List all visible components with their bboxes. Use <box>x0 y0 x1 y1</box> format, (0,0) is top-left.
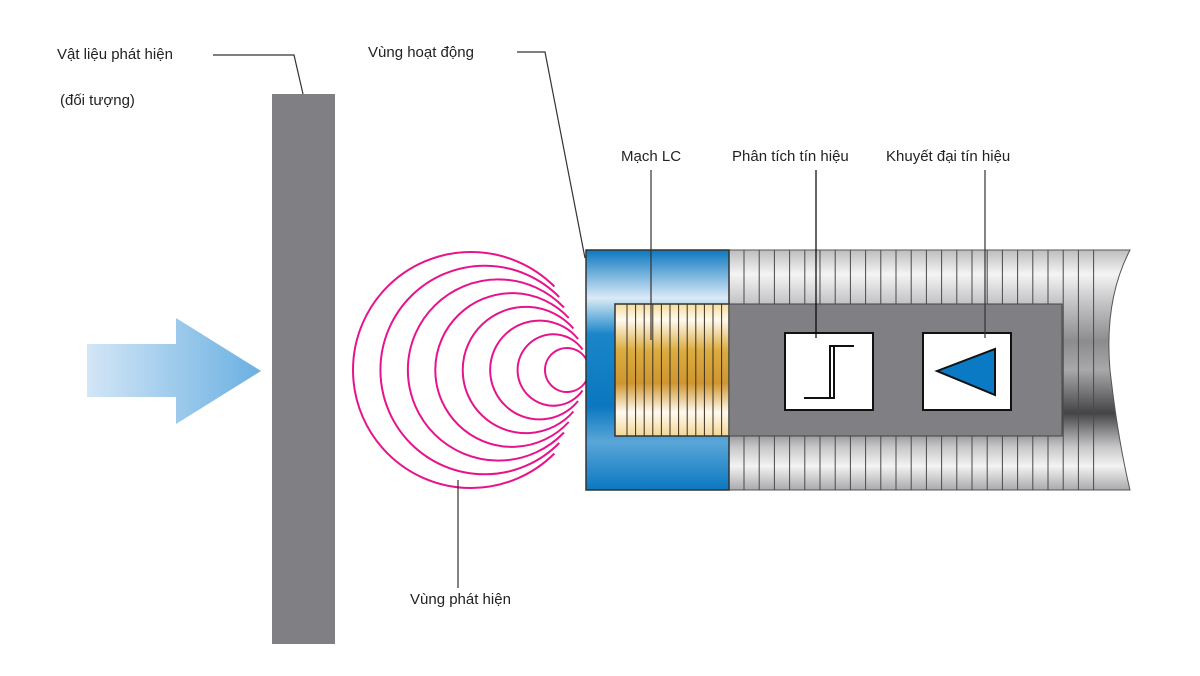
signal-analysis-block <box>784 332 874 411</box>
label-signal-amplifier: Khuyết đại tín hiệu <box>886 148 1011 165</box>
label-active-zone: Vùng hoạt động <box>368 44 474 61</box>
detection-field <box>352 251 588 489</box>
schmitt-trigger-icon <box>804 345 854 399</box>
leader-active-zone <box>517 51 586 259</box>
field-arc <box>461 305 575 435</box>
label-signal-analysis: Phân tích tín hiệu <box>732 148 849 165</box>
electronics-block <box>728 303 1063 437</box>
field-arc <box>516 333 584 407</box>
signal-amplifier-block <box>922 332 1012 411</box>
field-arc <box>544 347 588 393</box>
lc-coil <box>614 303 730 437</box>
field-arc <box>352 251 556 489</box>
label-lc-circuit: Mạch LC <box>621 148 682 165</box>
label-detect-material-object: (đối tượng) <box>60 92 135 109</box>
field-arc <box>489 319 579 421</box>
amplifier-triangle-icon <box>934 347 996 397</box>
leader-detect-material <box>213 54 304 95</box>
label-detection-zone: Vùng phát hiện <box>410 591 511 608</box>
target-plate <box>272 94 335 644</box>
arrow-right-icon <box>87 318 261 424</box>
field-arc <box>434 292 570 448</box>
field-arc <box>406 278 565 462</box>
field-arc <box>379 264 560 476</box>
label-detect-material: Vật liệu phát hiện <box>57 46 173 63</box>
leader-lines <box>213 51 986 588</box>
